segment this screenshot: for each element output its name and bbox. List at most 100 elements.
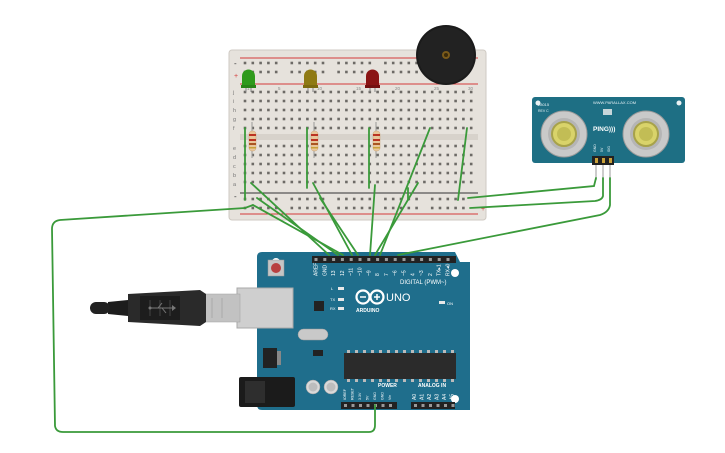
- wire-led-yellow: [319, 197, 359, 256]
- breadboard-hole: [352, 126, 356, 130]
- header-pin[interactable]: [411, 258, 415, 261]
- row-letter-f: f: [233, 126, 235, 132]
- breadboard-hole: [391, 108, 395, 112]
- rail-hole: [290, 206, 294, 210]
- breadboard-hole: [415, 126, 418, 130]
- breadboard-hole: [282, 90, 286, 94]
- rail-hole: [391, 70, 395, 74]
- header-pin[interactable]: [436, 404, 440, 407]
- resistor-3: [372, 122, 381, 158]
- header-pin[interactable]: [340, 258, 344, 261]
- breadboard-hole: [446, 99, 450, 103]
- rail-hole: [274, 197, 278, 201]
- breadboard-hole: [259, 153, 262, 157]
- breadboard-hole: [368, 99, 372, 103]
- header-pin[interactable]: [332, 258, 336, 261]
- breadboard-hole: [337, 90, 340, 94]
- breadboard-hole: [376, 126, 379, 130]
- header-pin[interactable]: [393, 258, 397, 261]
- breadboard-hole: [298, 180, 301, 184]
- header-pin[interactable]: [446, 258, 450, 261]
- header-pin[interactable]: [429, 404, 432, 407]
- breadboard-hole: [290, 171, 294, 175]
- header-pin[interactable]: [351, 404, 355, 407]
- breadboard-hole: [438, 144, 442, 148]
- rail-hole: [251, 206, 255, 210]
- breadboard-hole: [360, 162, 364, 166]
- breadboard-hole: [430, 117, 434, 121]
- piezo-buzzer: [416, 25, 476, 85]
- header-pin[interactable]: [323, 258, 327, 261]
- led-l-label: L: [331, 286, 334, 291]
- breadboard-hole: [321, 171, 325, 175]
- rail-hole: [298, 61, 301, 65]
- ic-pin: [451, 350, 454, 353]
- header-pin[interactable]: [381, 404, 385, 407]
- breadboard-hole: [298, 99, 301, 103]
- breadboard-hole: [469, 180, 473, 184]
- breadboard-hole: [415, 180, 418, 184]
- header-pin[interactable]: [389, 404, 392, 407]
- breadboard-hole: [337, 117, 340, 121]
- breadboard-hole: [313, 171, 317, 175]
- header-pin[interactable]: [437, 258, 441, 261]
- breadboard-hole: [251, 117, 255, 121]
- header-pin[interactable]: [414, 404, 417, 407]
- header-pin[interactable]: [358, 258, 362, 261]
- header-pin[interactable]: [359, 404, 362, 407]
- breadboard-hole: [290, 108, 294, 112]
- header-pin[interactable]: [428, 258, 432, 261]
- resistor-2: [310, 122, 319, 158]
- breadboard-hole: [345, 126, 348, 130]
- breadboard-hole: [282, 153, 286, 157]
- header-pin[interactable]: [402, 258, 406, 261]
- rail-hole: [407, 206, 411, 210]
- header-pin[interactable]: [384, 258, 388, 261]
- rail-hole: [290, 197, 294, 201]
- breadboard-hole: [329, 90, 333, 94]
- breadboard-hole: [384, 162, 387, 166]
- header-pin[interactable]: [314, 258, 318, 261]
- breadboard-hole: [337, 171, 340, 175]
- breadboard-hole: [462, 144, 465, 148]
- header-pin[interactable]: [444, 404, 447, 407]
- rail-hole: [399, 206, 403, 210]
- row-letter-d: d: [233, 155, 236, 161]
- header-pin[interactable]: [344, 404, 347, 407]
- breadboard-hole: [360, 90, 364, 94]
- digital-pin-label: 4: [410, 273, 416, 276]
- wire-buzzer-gnd: [457, 127, 468, 201]
- breadboard-hole: [391, 171, 395, 175]
- breadboard-hole: [329, 144, 333, 148]
- header-pin[interactable]: [366, 404, 370, 407]
- breadboard-hole: [251, 153, 255, 157]
- breadboard-hole: [306, 108, 309, 112]
- rail-plus-bottom: +: [481, 206, 485, 213]
- header-pin[interactable]: [367, 258, 371, 261]
- breadboard-hole: [306, 99, 309, 103]
- header-pin[interactable]: [451, 404, 455, 407]
- header-pin[interactable]: [376, 258, 380, 261]
- breadboard-hole: [438, 180, 442, 184]
- breadboard-hole: [290, 126, 294, 130]
- digital-pin-label: ~6: [393, 270, 399, 276]
- header-pin[interactable]: [349, 258, 353, 261]
- breadboard-hole: [384, 126, 387, 130]
- breadboard-hole: [454, 180, 457, 184]
- rail-hole: [298, 70, 301, 74]
- breadboard-hole: [267, 126, 270, 130]
- breadboard-hole: [251, 180, 255, 184]
- usb-port: [236, 287, 294, 329]
- rail-hole: [352, 61, 356, 65]
- breadboard-hole: [415, 117, 418, 121]
- sensor-pin-5v-label: 5V: [600, 147, 604, 152]
- breadboard-hole: [391, 117, 395, 121]
- breadboard-hole: [274, 126, 278, 130]
- breadboard-hole: [282, 99, 286, 103]
- header-pin[interactable]: [421, 404, 425, 407]
- breadboard-hole: [321, 144, 325, 148]
- breadboard-hole: [352, 90, 356, 94]
- header-pin[interactable]: [420, 258, 424, 261]
- digital-pin-label: ~5: [402, 270, 408, 276]
